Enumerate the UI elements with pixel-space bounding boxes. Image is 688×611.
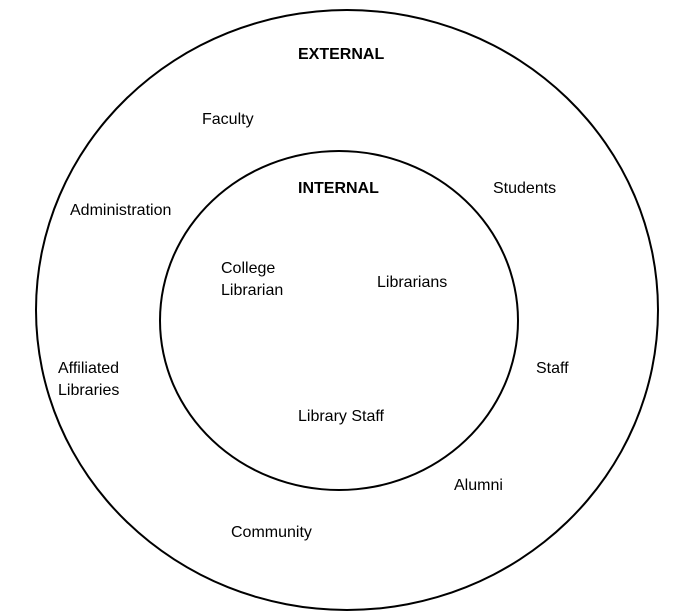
college-librarian-label: College Librarian: [221, 258, 283, 302]
administration-label: Administration: [70, 202, 172, 219]
external-heading: EXTERNAL: [298, 46, 385, 63]
affiliated-libraries-line-1: Affiliated: [58, 360, 120, 377]
college-librarian-line-2: Librarian: [221, 282, 284, 299]
librarians-label: Librarians: [377, 274, 448, 291]
internal-circle: [159, 150, 519, 491]
college-librarian-line-1: College: [221, 260, 276, 277]
affiliated-libraries-line-2: Libraries: [58, 382, 120, 399]
alumni-label: Alumni: [454, 477, 503, 494]
affiliated-libraries-label: Affiliated Libraries: [58, 358, 119, 402]
community-label: Community: [231, 524, 312, 541]
library-staff-label: Library Staff: [298, 408, 384, 425]
external-circle: [35, 9, 659, 611]
internal-heading: INTERNAL: [298, 180, 379, 197]
students-label: Students: [493, 180, 557, 197]
faculty-label: Faculty: [202, 111, 254, 128]
staff-label: Staff: [536, 360, 569, 377]
